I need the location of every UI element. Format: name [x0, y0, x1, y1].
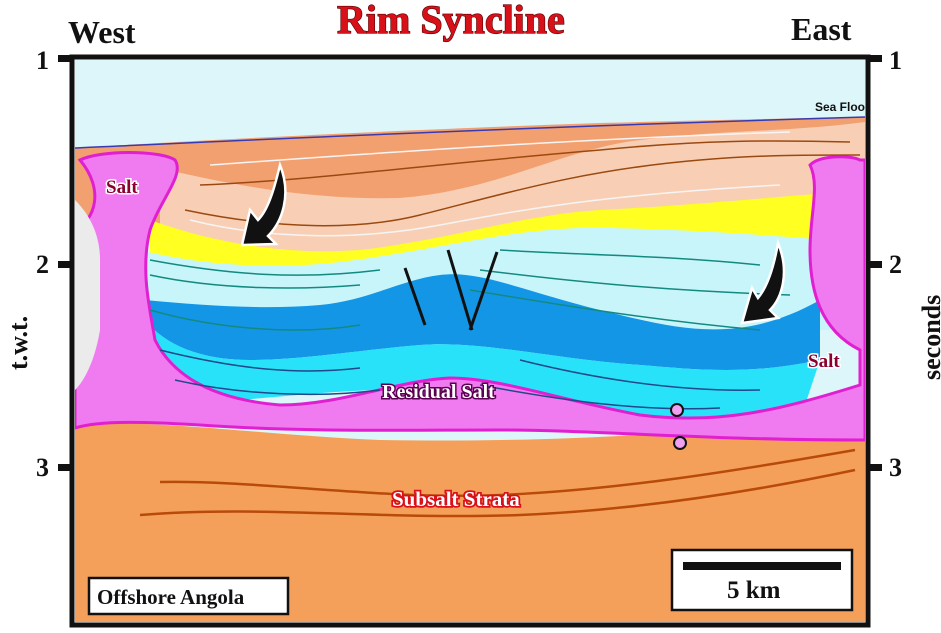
subsalt-strata-label: Subsalt Strata [392, 487, 520, 511]
panel-frame [69, 54, 871, 628]
salt-wall-west [75, 151, 865, 442]
overburden-peach-layer [160, 122, 865, 270]
right-tick-1: 1 [889, 46, 902, 75]
cross-section: Sea Floor Salt Salt Residual Salt Subsal… [75, 60, 870, 622]
left-tick-2: 2 [36, 250, 49, 279]
scale-bar: 5 km [670, 548, 854, 612]
overburden-horizons [184, 131, 861, 237]
svg-text:Offshore Angola: Offshore Angola [97, 585, 245, 609]
salt-weld-marker-upper [670, 403, 684, 417]
salt-label-west: Salt [106, 177, 138, 198]
syn-sedimentary-horizons [149, 249, 791, 410]
diagram-title: Rim Syncline [337, 0, 565, 42]
left-axis-ticks [58, 55, 74, 471]
grey-block [75, 200, 100, 390]
east-label: East [791, 11, 852, 47]
salt-label-east: Salt [808, 351, 840, 372]
left-tick-1: 1 [36, 46, 49, 75]
right-axis-label: seconds [917, 295, 941, 380]
subsalt-horizons [139, 448, 856, 518]
salt-weld-marker-lower [673, 436, 687, 450]
scale-bar-label: 5 km [727, 577, 781, 604]
left-axis-label: t.w.t. [4, 316, 33, 370]
right-tick-2: 2 [889, 250, 902, 279]
cyan-layer [140, 320, 820, 423]
normal-faults [403, 249, 499, 331]
left-tick-3: 3 [36, 453, 49, 482]
location-box: Offshore Angola [87, 576, 290, 616]
subsidence-arrow-east [740, 238, 786, 325]
right-tick-3: 3 [889, 453, 902, 482]
residual-salt-label: Residual Salt [382, 381, 495, 403]
sea-floor-label: Sea Floor [815, 100, 870, 114]
sea-floor-line [75, 116, 865, 149]
right-axis-ticks [866, 55, 882, 471]
scale-bar-line [683, 562, 841, 570]
blue-layer [145, 274, 820, 370]
subsalt-strata-layer [75, 385, 865, 622]
subsidence-arrow-west [240, 160, 287, 247]
west-label: West [68, 14, 136, 50]
